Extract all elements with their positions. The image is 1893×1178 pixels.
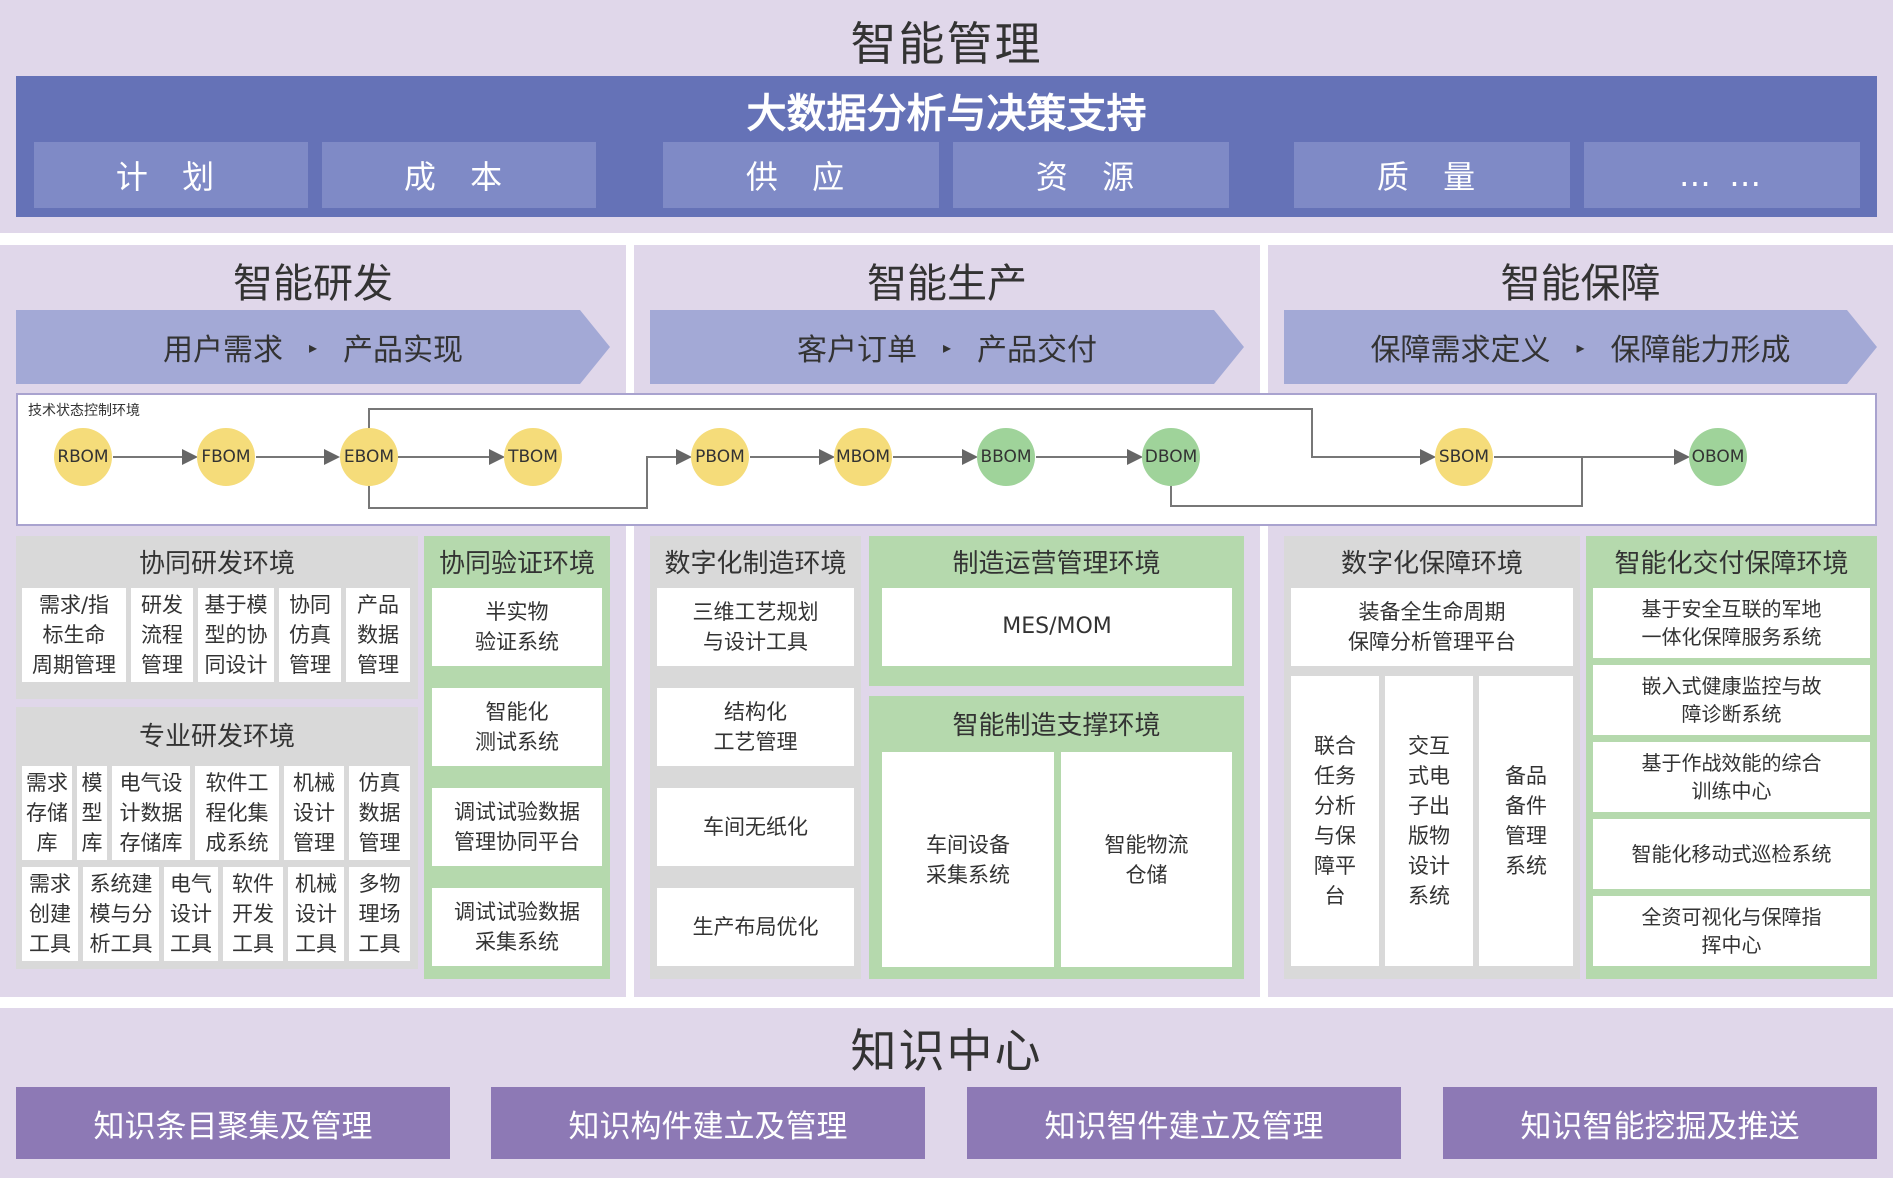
knowledge-item: 知识智件建立及管理: [967, 1087, 1401, 1159]
pro-rd-cell: 模 型 库: [77, 766, 107, 860]
bigdata-item-plan: 计 划: [34, 142, 308, 208]
bom-node-ebom: EBOM: [340, 428, 398, 486]
smart-delivery-title: 智能化交付保障环境: [1614, 548, 1849, 579]
support-flow-end: 保障能力形成: [1610, 333, 1791, 368]
collab-rd-title: 协同研发环境: [138, 548, 295, 579]
pro-rd-cell: 软件工 程化集 成系统: [195, 766, 279, 860]
pro-rd-cell: 电气 设计 工具: [164, 867, 218, 961]
bom-node-rbom: RBOM: [54, 428, 112, 486]
verify-cell: 半实物 验证系统: [432, 588, 602, 666]
rd-flow-start: 用户需求: [162, 333, 283, 368]
digital-support-title: 数字化保障环境: [1340, 548, 1523, 579]
bom-node-fbom: FBOM: [197, 428, 255, 486]
production-flow-arrow: 客户订单 ▸ 产品交付: [650, 310, 1244, 384]
knowledge-item: 知识构件建立及管理: [491, 1087, 925, 1159]
bom-node-mbom: MBOM: [834, 428, 892, 486]
collab-verify-title: 协同验证环境: [438, 548, 595, 579]
support-flow-arrow: 保障需求定义 ▸ 保障能力形成: [1284, 310, 1877, 384]
bom-node-sbom: SBOM: [1435, 428, 1493, 486]
digital-mfg-title: 数字化制造环境: [664, 548, 847, 579]
smart-delivery-cell: 全资可视化与保障指 挥中心: [1593, 896, 1870, 966]
pro-rd-cell: 多物 理场 工具: [349, 867, 410, 961]
bigdata-item-more: … …: [1584, 142, 1860, 208]
bom-node-pbom: PBOM: [691, 428, 749, 486]
support-title: 智能保障: [1500, 261, 1661, 307]
rd-flow-arrow: 用户需求 ▸ 产品实现: [16, 310, 610, 384]
bom-node-bbom: BBOM: [977, 428, 1035, 486]
digital-mfg-cell: 三维工艺规划 与设计工具: [657, 588, 854, 666]
rd-title: 智能研发: [233, 261, 393, 307]
support-cell: 车间设备 采集系统: [882, 752, 1054, 967]
collab-rd-cell: 研发 流程 管理: [131, 588, 193, 682]
digital-mfg-cell: 结构化 工艺管理: [657, 688, 854, 766]
pro-rd-cell: 仿真 数据 管理: [349, 766, 410, 860]
smart-mfg-support-title: 智能制造支撑环境: [952, 710, 1161, 741]
collab-rd-cell: 协同 仿真 管理: [279, 588, 341, 682]
bigdata-item-quality: 质 量: [1294, 142, 1570, 208]
support-flow-start: 保障需求定义: [1370, 333, 1551, 368]
digital-mfg-cell: 车间无纸化: [657, 788, 854, 866]
flow-arrow-icon: ▸: [942, 337, 952, 357]
flow-arrow-icon: ▸: [1576, 337, 1585, 357]
digital-support-cell: 联合 任务 分析 与保 障平 台: [1291, 676, 1379, 966]
digital-mfg-cell: 生产布局优化: [657, 888, 854, 966]
pro-rd-cell: 电气设 计数据 存储库: [112, 766, 190, 860]
bigdata-item-cost: 成 本: [322, 142, 596, 208]
bigdata-item-supply: 供 应: [663, 142, 939, 208]
support-cell: 智能物流 仓储: [1061, 752, 1232, 967]
collab-rd-cell: 产品 数据 管理: [346, 588, 410, 682]
production-title: 智能生产: [867, 261, 1027, 307]
pro-rd-cell: 需求 创建 工具: [22, 867, 78, 961]
knowledge-title: 知识中心: [850, 1024, 1043, 1078]
mfg-ops-title: 制造运营管理环境: [952, 548, 1161, 579]
bigdata-title: 大数据分析与决策支持: [746, 91, 1147, 137]
knowledge-item: 知识智能挖掘及推送: [1443, 1087, 1877, 1159]
knowledge-item: 知识条目聚集及管理: [16, 1087, 450, 1159]
lifecycle-platform-cell: 装备全生命周期 保障分析管理平台: [1291, 588, 1573, 666]
management-title: 智能管理: [850, 17, 1043, 71]
pro-rd-cell: 机械 设计 工具: [288, 867, 344, 961]
production-flow-start: 客户订单: [796, 333, 917, 368]
mes-mom-cell: MES/MOM: [882, 588, 1232, 666]
pro-rd-cell: 需求 存储 库: [22, 766, 72, 860]
flow-arrow-icon: ▸: [308, 337, 318, 357]
bom-node-dbom: DBOM: [1142, 428, 1200, 486]
production-flow-end: 产品交付: [977, 333, 1098, 368]
verify-cell: 智能化 测试系统: [432, 688, 602, 766]
pro-rd-cell: 软件 开发 工具: [223, 867, 283, 961]
smart-delivery-cell: 智能化移动式巡检系统: [1593, 819, 1870, 889]
smart-delivery-cell: 基于安全互联的军地 一体化保障服务系统: [1593, 588, 1870, 658]
bom-connectors: [113, 408, 1690, 509]
smart-delivery-cell: 嵌入式健康监控与故 障诊断系统: [1593, 665, 1870, 735]
pro-rd-cell: 机械 设计 管理: [284, 766, 344, 860]
smart-delivery-cell: 基于作战效能的综合 训练中心: [1593, 742, 1870, 812]
rd-flow-end: 产品实现: [343, 333, 464, 368]
collab-rd-cell: 基于模 型的协 同设计: [198, 588, 274, 682]
pro-rd-cell: 系统建 模与分 析工具: [83, 867, 159, 961]
tech-state-control-label: 技术状态控制环境: [28, 403, 140, 419]
bigdata-item-resource: 资 源: [953, 142, 1229, 208]
verify-cell: 调试试验数据 采集系统: [432, 888, 602, 966]
digital-support-cell: 交互 式电 子出 版物 设计 系统: [1385, 676, 1473, 966]
collab-rd-cell: 需求/指 标生命 周期管理: [22, 588, 126, 682]
pro-rd-title: 专业研发环境: [138, 721, 295, 752]
bom-node-tbom: TBOM: [504, 428, 562, 486]
digital-support-cell: 备品 备件 管理 系统: [1479, 676, 1573, 966]
verify-cell: 调试试验数据 管理协同平台: [432, 788, 602, 866]
bom-node-obom: OBOM: [1689, 428, 1747, 486]
